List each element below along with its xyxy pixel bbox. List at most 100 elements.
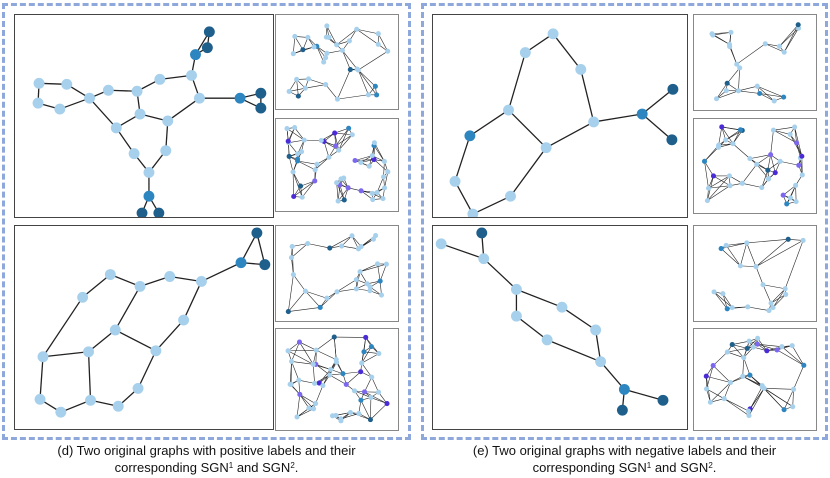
thumb-node	[376, 351, 382, 357]
thumb-node	[289, 358, 295, 364]
thumb-node	[302, 85, 308, 91]
thumb-node	[727, 183, 733, 189]
thumb-edge	[329, 235, 353, 249]
thumb-edge	[286, 128, 305, 141]
thumb-node	[333, 357, 339, 363]
thumb-node	[333, 143, 339, 149]
thumb-node	[768, 152, 774, 158]
graph-node	[154, 73, 166, 85]
graph-node	[131, 85, 143, 97]
thumb-edge	[781, 346, 805, 366]
graph-edge	[507, 52, 526, 111]
graph-node	[85, 394, 96, 406]
thumb-edge	[770, 154, 776, 173]
sgn2-thumbnail	[693, 328, 817, 431]
graph-edge	[240, 232, 258, 263]
thumb-node	[377, 278, 383, 284]
thumb-node	[341, 197, 347, 203]
sgn1-thumbnail	[693, 14, 817, 111]
graph-node	[104, 269, 116, 280]
thumb-edge	[759, 93, 784, 98]
thumb-node	[358, 397, 364, 403]
thumb-node	[347, 67, 353, 73]
thumb-edge	[773, 129, 791, 135]
thumb-edge	[762, 284, 772, 304]
thumb-edge	[749, 386, 763, 410]
thumb-edge	[361, 353, 379, 364]
thumb-edge	[742, 376, 763, 388]
thumb-edge	[384, 171, 389, 188]
thumb-edge	[713, 175, 731, 186]
thumb-node	[764, 348, 770, 354]
thumb-edge	[305, 84, 326, 89]
thumb-node	[354, 66, 360, 72]
thumb-edge	[334, 133, 340, 151]
thumb-node	[336, 147, 342, 153]
graph-edge	[88, 329, 116, 353]
graph-node	[255, 102, 267, 114]
thumb-node	[755, 335, 761, 341]
graph-edge	[155, 319, 185, 352]
graph-node	[83, 346, 94, 358]
thumb-node	[374, 261, 381, 267]
thumb-node	[299, 194, 305, 200]
thumb-node	[286, 88, 292, 95]
thumb-node	[730, 141, 736, 147]
graph-edge	[472, 195, 511, 215]
thumb-edge	[738, 90, 760, 94]
thumb-edge	[294, 36, 304, 50]
thumb-e-2	[701, 124, 805, 207]
thumb-edge	[360, 400, 371, 420]
thumb-edge	[378, 33, 388, 52]
graph-node	[32, 97, 44, 109]
thumb-e-4	[703, 335, 807, 419]
thumb-edge	[727, 348, 748, 353]
thumb-node	[382, 185, 388, 191]
thumb-edge	[726, 242, 747, 246]
thumb-node	[765, 167, 771, 173]
thumb-edge	[287, 350, 314, 365]
thumb-edge	[307, 243, 330, 249]
thumb-edge	[704, 161, 709, 189]
thumb-node	[370, 196, 376, 203]
graph-edge	[454, 135, 471, 182]
thumb-node	[754, 83, 760, 89]
thumb-node	[327, 372, 333, 378]
thumb-node	[340, 371, 346, 377]
original-graph-panel	[14, 14, 274, 218]
graph-edge	[641, 113, 673, 141]
thumb-node	[369, 190, 375, 197]
thumb-edge	[326, 50, 343, 54]
thumb-node	[323, 55, 329, 61]
graph-node	[505, 190, 516, 202]
thumb-edge	[755, 266, 764, 285]
thumb-node	[347, 409, 354, 416]
thumb-edge	[325, 84, 338, 100]
thumb-edge	[721, 126, 741, 131]
thumb-edge	[292, 243, 308, 247]
thumb-node	[355, 246, 362, 252]
graph-node	[150, 345, 162, 357]
thumb-node	[790, 404, 796, 410]
thumb-edge	[291, 361, 300, 381]
thumb-node	[783, 291, 789, 297]
thumb-node	[339, 243, 345, 249]
thumb-node	[294, 76, 300, 83]
thumb-edge	[783, 24, 799, 53]
thumb-node	[780, 192, 786, 198]
thumb-edge	[337, 184, 341, 202]
thumb-node	[305, 76, 312, 82]
graph-edge	[508, 109, 547, 149]
thumb-edge	[757, 343, 782, 347]
thumb-node	[331, 334, 337, 340]
thumb-edge	[326, 25, 337, 45]
thumb-node	[367, 288, 373, 294]
thumb-edge	[783, 28, 799, 53]
thumb-node	[765, 176, 772, 182]
thumb-node	[770, 305, 776, 311]
original-graph-panel	[432, 14, 688, 218]
thumb-edge	[776, 349, 804, 366]
thumb-node	[356, 410, 362, 417]
thumb-node	[774, 347, 780, 353]
thumb-node	[727, 44, 733, 50]
